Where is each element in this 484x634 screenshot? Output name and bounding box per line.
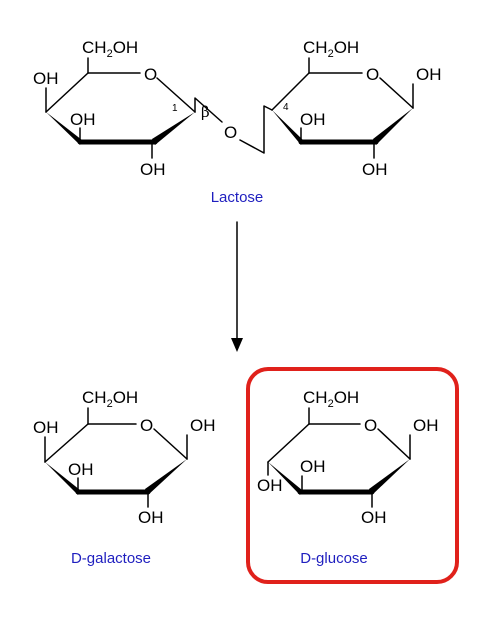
ch2oh-label: CH2OH [303, 388, 359, 410]
beta-label: β [201, 103, 210, 121]
oh-label: OH [300, 110, 326, 129]
ring-oxygen: O [366, 65, 379, 84]
oh-label: OH [362, 160, 388, 179]
lactose-glucose-ring: CH2OH O 4 OH OH OH [271, 38, 442, 179]
carbon-4-label: 4 [283, 102, 289, 113]
galactose-name: D-galactose [71, 550, 151, 567]
oh-label: OH [257, 476, 283, 495]
ring-oxygen: O [144, 65, 157, 84]
oh-label: OH [140, 160, 166, 179]
oh-label: OH [413, 416, 439, 435]
oh-label: OH [190, 416, 216, 435]
ring-oxygen: O [364, 416, 377, 435]
ch2oh-label: CH2OH [82, 388, 138, 410]
glycosidic-linkage: O [194, 97, 273, 154]
glucose-molecule: CH2OH O OH OH OH OH D-glucose [257, 388, 439, 567]
reaction-arrow [231, 221, 243, 352]
oh-label: OH [33, 418, 59, 437]
oh-label: OH [70, 110, 96, 129]
oh-label: OH [138, 508, 164, 527]
linkage-oxygen: O [224, 123, 237, 142]
glucose-name: D-glucose [300, 550, 368, 567]
ch2oh-label: CH2OH [82, 38, 138, 60]
oh-label: OH [416, 65, 442, 84]
oh-label: OH [33, 69, 59, 88]
galactose-molecule: CH2OH O OH OH OH OH D-galactose [33, 388, 216, 567]
glucose-highlight-box [246, 367, 459, 584]
ring-oxygen: O [140, 416, 153, 435]
lactose-name: Lactose [211, 189, 264, 206]
oh-label: OH [68, 460, 94, 479]
oh-label: OH [300, 457, 326, 476]
ch2oh-label: CH2OH [303, 38, 359, 60]
oh-label: OH [361, 508, 387, 527]
lactose-galactose-ring: CH2OH O OH OH OH 1 β [33, 38, 210, 179]
carbon-1-label: 1 [172, 103, 178, 114]
